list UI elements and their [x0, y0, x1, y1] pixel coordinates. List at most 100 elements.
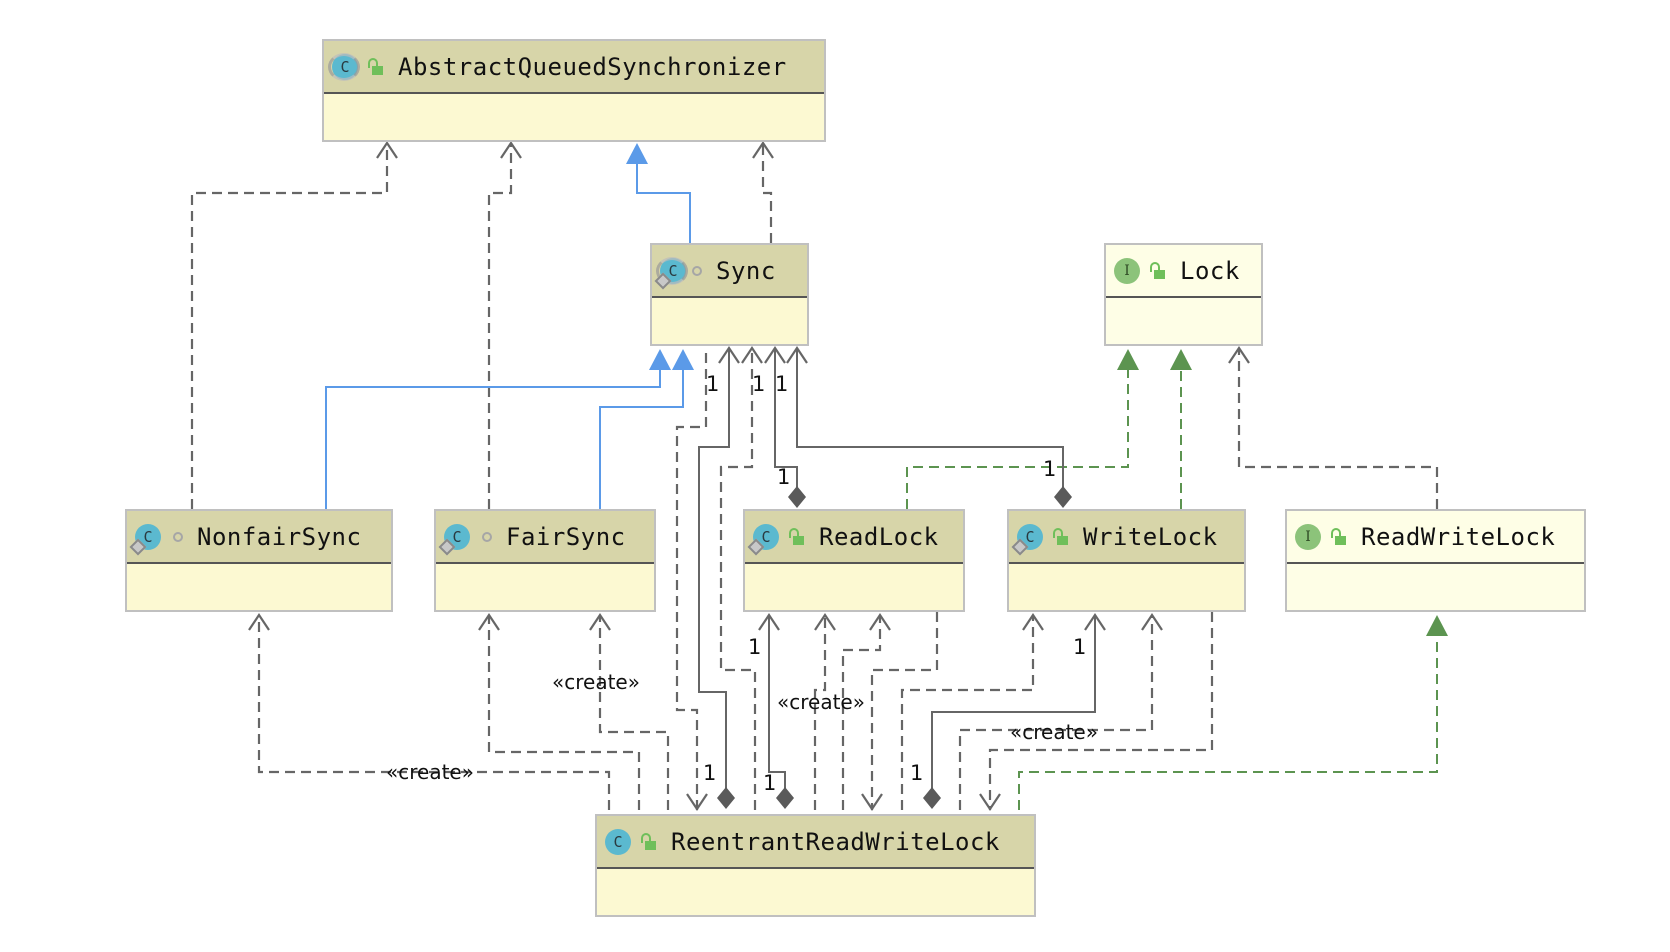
public-lock-icon — [1053, 527, 1069, 546]
arrowhead — [376, 141, 398, 159]
multiplicity-label: 1 — [777, 465, 791, 489]
diamond — [776, 787, 794, 809]
multiplicity-label: 1 — [703, 761, 717, 785]
edge-sync-aqs-extends — [636, 164, 691, 243]
open-arrowheads — [248, 141, 1250, 811]
create-label: «create» — [777, 690, 865, 714]
class-header: C WriteLock — [1009, 511, 1244, 564]
class-icon: C — [438, 523, 470, 555]
class-name: FairSync — [506, 522, 626, 551]
interface-name: Lock — [1180, 256, 1240, 285]
create-label: «create» — [552, 670, 640, 694]
extends-triangle — [626, 143, 648, 164]
class-header: C ReentrantReadWriteLock — [597, 816, 1034, 869]
composition-edges — [698, 349, 1096, 790]
implements-triangle — [1426, 615, 1448, 636]
public-lock-icon — [641, 832, 657, 851]
class-name: ReentrantReadWriteLock — [671, 827, 1000, 856]
arrowhead — [478, 613, 500, 631]
arrowhead — [718, 346, 740, 364]
edge-rrwl-fairsync-create — [487, 616, 641, 810]
arrowhead — [764, 346, 786, 364]
diamond — [717, 787, 735, 809]
multiplicity-label: 1 — [775, 372, 789, 396]
class-header: C Sync — [652, 245, 807, 298]
edge-rrwl-readlock-comp — [768, 616, 786, 790]
class-fair-sync[interactable]: C FairSync — [434, 509, 656, 612]
class-name: WriteLock — [1083, 522, 1218, 551]
edge-rrwl-writelock-create — [900, 616, 1035, 810]
arrowhead — [1141, 613, 1163, 631]
create-label: «create» — [386, 760, 474, 784]
diamond — [1054, 486, 1072, 508]
interface-read-write-lock[interactable]: I ReadWriteLock — [1285, 509, 1586, 612]
class-sync[interactable]: C Sync — [650, 243, 809, 346]
class-icon: C — [605, 828, 631, 855]
edge-rrwl-writelock-comp — [931, 616, 1096, 790]
interface-lock[interactable]: I Lock — [1104, 243, 1263, 346]
edge-readwritelock-lock — [1237, 349, 1439, 509]
package-private-icon — [173, 531, 183, 542]
interface-name: ReadWriteLock — [1361, 522, 1556, 551]
class-write-lock[interactable]: C WriteLock — [1007, 509, 1246, 612]
multiplicity-label: 1 — [748, 635, 762, 659]
abstract-class-icon: C — [328, 52, 360, 81]
public-lock-icon — [368, 57, 384, 76]
edge-rrwl-nonfairsync-create — [257, 616, 611, 810]
arrowhead — [1022, 613, 1044, 631]
interface-icon: I — [1114, 257, 1140, 284]
edge-rrwl-readlock-create-2 — [841, 616, 882, 810]
dependency-edges — [190, 144, 1439, 810]
edge-writelock-rrwl — [988, 612, 1214, 810]
edge-readlock-lock — [906, 370, 1129, 509]
class-name: AbstractQueuedSynchronizer — [398, 52, 787, 81]
class-read-lock[interactable]: C ReadLock — [743, 509, 965, 612]
arrowhead — [741, 346, 763, 364]
multiplicity-label: 1 — [763, 771, 777, 795]
multiplicity-label: 1 — [706, 372, 720, 396]
public-lock-icon — [789, 527, 805, 546]
diamond — [923, 787, 941, 809]
edge-sync-aqs — [761, 144, 773, 243]
arrowhead — [248, 613, 270, 631]
implements-edges — [906, 370, 1438, 810]
class-header: C NonfairSync — [127, 511, 391, 564]
diamond — [788, 486, 806, 508]
triangle-arrowheads — [626, 143, 1448, 636]
interface-header: I ReadWriteLock — [1287, 511, 1584, 564]
edge-rrwl-sync-b — [719, 349, 757, 810]
public-lock-icon — [1331, 527, 1347, 546]
arrowhead — [758, 613, 780, 631]
class-nonfair-sync[interactable]: C NonfairSync — [125, 509, 393, 612]
class-header: C ReadLock — [745, 511, 963, 564]
multiplicity-label: 1 — [910, 761, 924, 785]
class-name: NonfairSync — [197, 522, 362, 551]
class-icon: C — [1011, 523, 1043, 555]
interface-icon: I — [1295, 523, 1321, 550]
package-private-icon — [482, 531, 492, 542]
create-label: «create» — [1010, 720, 1098, 744]
class-abstract-queued-synchronizer[interactable]: C AbstractQueuedSynchronizer — [322, 39, 826, 142]
edge-rrwl-readwritelock — [1018, 636, 1438, 810]
class-reentrant-read-write-lock[interactable]: C ReentrantReadWriteLock — [595, 814, 1036, 917]
class-name: Sync — [716, 256, 776, 285]
edge-rrwl-readlock-create — [813, 616, 827, 810]
arrowhead — [786, 346, 808, 364]
edge-rrwl-fairsync-create-2 — [598, 616, 670, 810]
package-private-icon — [692, 265, 702, 276]
class-icon: C — [129, 523, 161, 555]
implements-triangle — [1117, 349, 1139, 370]
interface-header: I Lock — [1106, 245, 1261, 298]
edge-rrwl-sync-comp — [698, 349, 730, 790]
extends-triangle — [672, 349, 694, 370]
extends-triangle — [649, 349, 671, 370]
edge-writelock-sync-comp — [796, 349, 1064, 489]
arrowhead — [1228, 346, 1250, 364]
arrowhead — [869, 613, 891, 631]
composition-diamonds — [717, 486, 1072, 809]
class-icon: C — [747, 523, 779, 555]
abstract-class-icon: C — [654, 256, 688, 289]
edge-rrwl-sync-a — [675, 349, 708, 810]
multiplicity-label: 1 — [1073, 635, 1087, 659]
